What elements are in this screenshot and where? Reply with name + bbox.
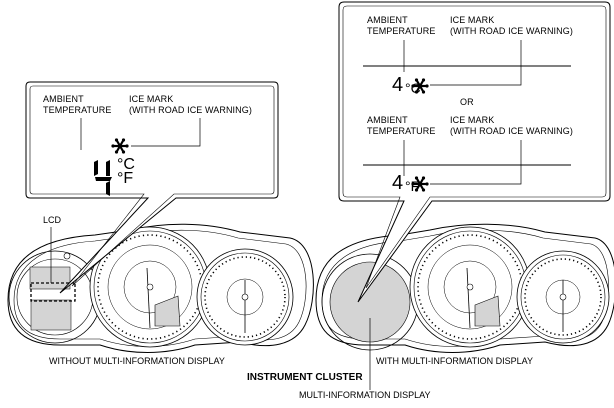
with-mid-caption: WITH MULTI-INFORMATION DISPLAY (376, 356, 533, 366)
left-cluster (7, 223, 314, 353)
left-ambient-temperature-label: AMBIENT TEMPERATURE (43, 94, 112, 115)
left-unit-celsius: °C (117, 156, 135, 173)
left-callout (25, 81, 279, 294)
reading-1-value: 4 (392, 74, 404, 96)
right-ambient-temperature-label-1: AMBIENT TEMPERATURE (367, 15, 436, 36)
right-speedometer (516, 250, 610, 344)
right-ice-mark-label-2: ICE MARK (WITH ROAD ICE WARNING) (450, 115, 573, 136)
lcd-display-upper (29, 266, 71, 290)
lcd-label: LCD (43, 215, 62, 225)
left-speedometer (196, 248, 294, 346)
instrument-cluster-title: INSTRUMENT CLUSTER (247, 372, 363, 383)
reading-2-unit: °F (405, 178, 420, 194)
right-callout (338, 1, 611, 303)
or-text: OR (460, 97, 474, 107)
without-mid-caption: WITHOUT MULTI-INFORMATION DISPLAY (49, 356, 225, 366)
reading-2-value: 4 (392, 172, 404, 194)
right-ice-mark-label-1: ICE MARK (WITH ROAD ICE WARNING) (450, 15, 573, 36)
lcd-display-lower (30, 299, 72, 331)
right-ambient-temperature-label-2: AMBIENT TEMPERATURE (367, 115, 436, 136)
lcd-digit-4 (94, 160, 112, 196)
right-tachometer (409, 226, 531, 348)
left-reset-knob (63, 252, 71, 260)
left-unit-fahrenheit: °F (117, 170, 134, 187)
lcd-highlight-box (30, 282, 76, 302)
left-ice-mark-label: ICE MARK (WITH ROAD ICE WARNING) (129, 94, 252, 115)
reading-1-unit: °C (405, 80, 421, 96)
multi-info-display-label: MULTI-INFORMATION DISPLAY (299, 390, 431, 400)
